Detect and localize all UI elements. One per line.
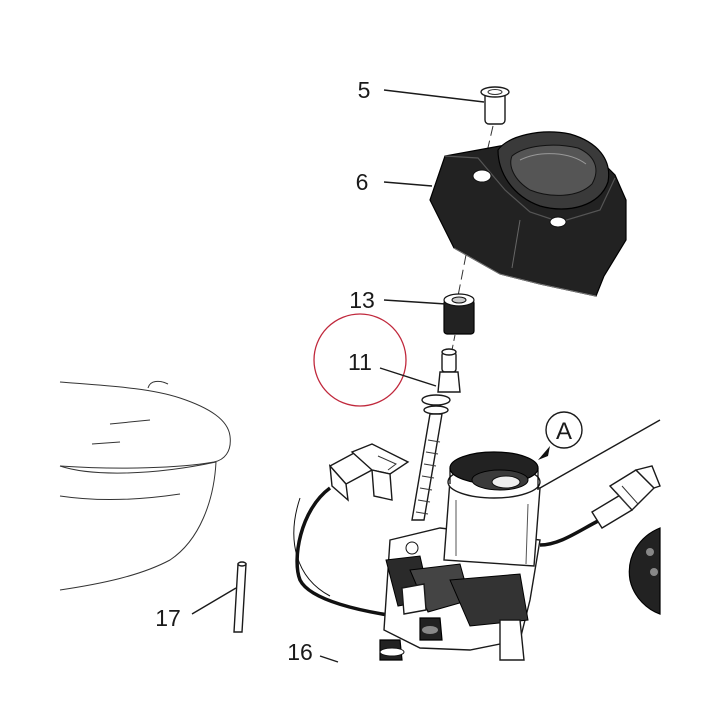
switch-housing-right xyxy=(628,527,661,615)
detail-callout-a: A xyxy=(538,411,583,460)
part-13-spacer xyxy=(443,293,475,335)
leader-lines xyxy=(191,89,661,663)
part-number-17: 17 xyxy=(155,605,181,631)
part-6-ignition-cover xyxy=(429,131,627,297)
wiring-connector-right xyxy=(591,465,661,529)
ignition-lock-assembly xyxy=(379,451,541,661)
part-number-6: 6 xyxy=(356,169,369,195)
assembly-axis-line xyxy=(457,254,467,297)
part-number-13: 13 xyxy=(349,287,375,313)
part-5-bushing xyxy=(480,86,510,125)
part-number-11: 11 xyxy=(348,349,372,375)
highlight-circle-part-11 xyxy=(313,313,407,407)
part-number-16: 16 xyxy=(287,639,313,665)
fairing-panel xyxy=(59,380,231,591)
wiring-connector-left xyxy=(328,443,410,502)
part-17-pin xyxy=(233,561,247,633)
part-number-5: 5 xyxy=(358,77,371,103)
callout-letter-a: A xyxy=(556,418,572,445)
wire-harness-right xyxy=(539,518,601,547)
part-11-screw xyxy=(411,348,461,521)
wire-harness-left xyxy=(295,486,411,620)
assembly-axis-line xyxy=(451,334,456,351)
